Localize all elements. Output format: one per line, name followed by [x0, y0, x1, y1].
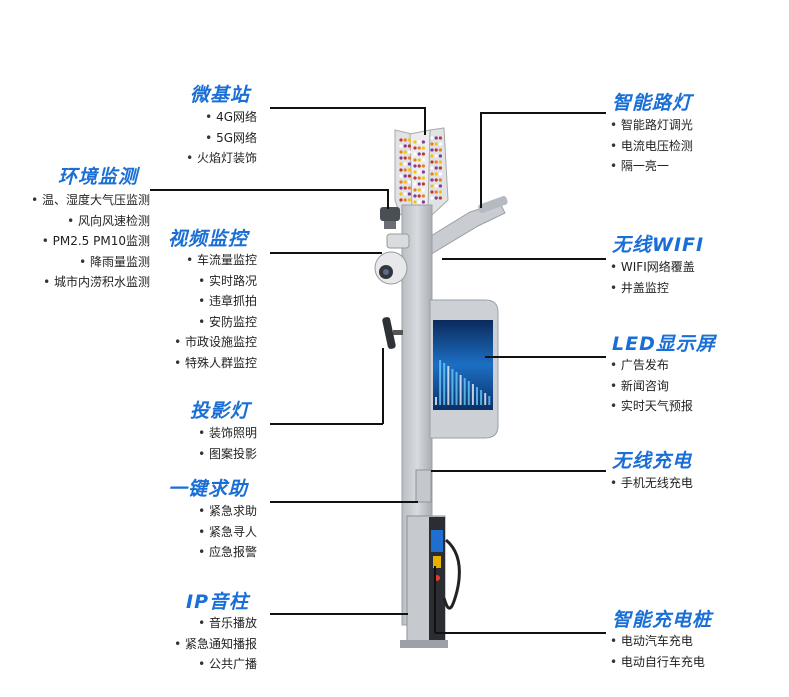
list-item: PM2.5 PM10监测 — [31, 231, 150, 252]
list-item: 紧急寻人 — [198, 522, 257, 543]
street-lamp-head — [478, 196, 508, 214]
leader-line — [387, 189, 389, 209]
list-item: 紧急通知播报 — [174, 634, 257, 655]
list-item: 手机无线充电 — [610, 473, 693, 494]
leader-line — [424, 107, 426, 135]
list-item: 市政设施监控 — [174, 332, 257, 353]
list-item: 城市内涝积水监测 — [31, 272, 150, 293]
list-led-display: 广告发布 新闻咨询 实时天气预报 — [610, 355, 693, 417]
list-projection-lamp: 装饰照明 图案投影 — [198, 423, 257, 464]
charging-pile — [406, 515, 461, 647]
title-one-key-help: 一键求助 — [168, 478, 249, 500]
list-item: 降雨量监测 — [31, 252, 150, 273]
environment-sensor — [380, 207, 400, 221]
leader-line — [270, 252, 382, 254]
list-item: 图案投影 — [198, 444, 257, 465]
leader-line — [485, 356, 606, 358]
list-item: WIFI网络覆盖 — [610, 257, 695, 278]
list-ip-speaker: 音乐播放 紧急通知播报 公共广播 — [174, 613, 257, 675]
list-video-surveillance: 车流量监控 实时路况 违章抓拍 安防监控 市政设施监控 特殊人群监控 — [174, 250, 257, 373]
list-smart-street-light: 智能路灯调光 电流电压检测 隔一亮一 — [610, 115, 693, 177]
list-item: 电动汽车充电 — [610, 631, 705, 652]
leader-line — [150, 189, 388, 191]
wireless-charging-panel — [415, 469, 432, 503]
title-smart-street-light: 智能路灯 — [612, 92, 693, 114]
list-micro-base-station: 4G网络 5G网络 火焰灯装饰 — [186, 107, 257, 169]
list-item: 装饰照明 — [198, 423, 257, 444]
title-wireless-wifi: 无线WIFI — [612, 234, 705, 256]
list-item: 紧急求助 — [198, 501, 257, 522]
list-smart-charging-pile: 电动汽车充电 电动自行车充电 — [610, 631, 705, 672]
title-environment-monitoring: 环境监测 — [58, 166, 139, 188]
dome-camera — [374, 233, 410, 285]
list-item: 电流电压检测 — [610, 136, 693, 157]
leader-line — [431, 470, 606, 472]
leader-line — [382, 348, 384, 424]
list-item: 广告发布 — [610, 355, 693, 376]
list-one-key-help: 紧急求助 紧急寻人 应急报警 — [198, 501, 257, 563]
title-wireless-charging: 无线充电 — [612, 450, 693, 472]
leader-line — [442, 258, 606, 260]
list-item: 应急报警 — [198, 542, 257, 563]
list-item: 隔一亮一 — [610, 156, 693, 177]
title-micro-base-station: 微基站 — [190, 84, 251, 106]
list-item: 特殊人群监控 — [174, 353, 257, 374]
title-smart-charging-pile: 智能充电桩 — [612, 609, 713, 631]
list-item: 公共广播 — [174, 654, 257, 675]
list-item: 火焰灯装饰 — [186, 148, 257, 169]
title-video-surveillance: 视频监控 — [168, 228, 249, 250]
leader-line — [434, 566, 436, 633]
list-item: 温、湿度大气压监测 — [31, 190, 150, 211]
leader-line — [270, 107, 425, 109]
leader-line — [435, 632, 606, 634]
list-item: 电动自行车充电 — [610, 652, 705, 673]
title-led-display: LED显示屏 — [612, 333, 716, 355]
list-item: 音乐播放 — [174, 613, 257, 634]
leader-line — [481, 112, 606, 114]
title-projection-lamp: 投影灯 — [190, 400, 251, 422]
list-wireless-charging: 手机无线充电 — [610, 473, 693, 494]
projector-lamp — [382, 317, 403, 349]
list-item: 5G网络 — [186, 128, 257, 149]
list-item: 安防监控 — [174, 312, 257, 333]
flame-lamp — [394, 127, 449, 216]
leader-line — [270, 501, 418, 503]
title-ip-speaker: IP音柱 — [186, 591, 249, 613]
list-wireless-wifi: WIFI网络覆盖 井盖监控 — [610, 257, 695, 298]
list-item: 风向风速检测 — [31, 211, 150, 232]
list-item: 违章抓拍 — [174, 291, 257, 312]
list-item: 智能路灯调光 — [610, 115, 693, 136]
list-item: 实时路况 — [174, 271, 257, 292]
leader-line — [270, 423, 383, 425]
list-item: 4G网络 — [186, 107, 257, 128]
list-item: 实时天气预报 — [610, 396, 693, 417]
led-screen — [433, 320, 493, 410]
list-item: 车流量监控 — [174, 250, 257, 271]
list-item: 井盖监控 — [610, 278, 695, 299]
list-environment-monitoring: 温、湿度大气压监测 风向风速检测 PM2.5 PM10监测 降雨量监测 城市内涝… — [31, 190, 150, 293]
list-item: 新闻咨询 — [610, 376, 693, 397]
leader-line — [270, 613, 408, 615]
leader-line — [480, 112, 482, 208]
